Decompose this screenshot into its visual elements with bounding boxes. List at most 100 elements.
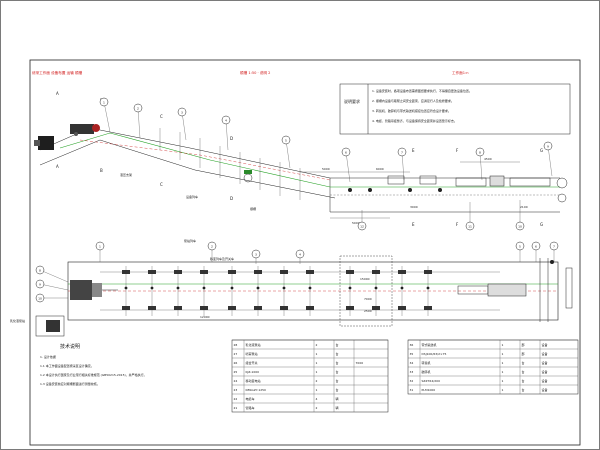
label-train: 设备列车 bbox=[186, 194, 198, 199]
bom-cell: 21 bbox=[234, 406, 238, 410]
bom-cell: 7000 bbox=[356, 361, 364, 365]
item-balloon: 6 bbox=[531, 241, 541, 262]
item-balloon: 3 bbox=[251, 249, 261, 264]
section-mark-g1: G bbox=[540, 148, 543, 153]
tech-note-4: 1.3 设备安装前应对顺槽断面进行测量校核。 bbox=[40, 381, 100, 386]
bom-cell: 28 bbox=[234, 343, 238, 347]
bom-cell: 乳化液泵站 bbox=[246, 342, 261, 347]
header-center-note: 顺槽 1:50 · 说明 2 bbox=[240, 70, 270, 75]
bom-cell: 35 bbox=[410, 352, 414, 356]
tech-notes-heading: 技术说明 bbox=[60, 343, 80, 350]
bom-cell: 2 bbox=[316, 406, 318, 410]
tech-note-2: 1.1 本工作面设备配置按采区设计确定。 bbox=[40, 363, 94, 368]
bom-cell: 移动变电站 bbox=[246, 378, 261, 383]
notes-box-heading: 说明要求 bbox=[344, 98, 360, 104]
bom-cell: KJZ-1000 bbox=[246, 370, 260, 374]
notes-line-1: 1. 设备安装时，各项设备布置需按图纸要求执行，不得擅自更改设备位置。 bbox=[372, 88, 472, 93]
bom-cell: 台 bbox=[336, 342, 339, 347]
tech-note-3: 1.2 本设计执行国家及行业现行相关标准规范 (GB50215-2015)，并严… bbox=[40, 372, 147, 377]
tech-note-1: 1. 设计依据 bbox=[40, 354, 56, 359]
support-unit bbox=[346, 266, 354, 316]
upper-dimensions: 5000 6000 5000 4500 3000 2100 bbox=[300, 157, 528, 225]
bom-cell: 1 bbox=[316, 388, 318, 392]
balloon-number: 5 bbox=[519, 244, 521, 248]
upper-elevation-view: A A B B C C D D E E F F G G 5000 6000 50… bbox=[34, 91, 568, 227]
bom-cell: 1 bbox=[502, 343, 504, 347]
bom-cell: 部 bbox=[522, 351, 525, 356]
balloon-number: 2 bbox=[211, 244, 213, 248]
section-mark-f1: F bbox=[456, 148, 459, 153]
bom-cell: 1 bbox=[316, 370, 318, 374]
bom-cell: 带式输送机 bbox=[422, 342, 437, 347]
dim-upper-2: 6000 bbox=[376, 167, 384, 171]
bom-cell: 2 bbox=[316, 343, 318, 347]
item-balloon: 5 bbox=[281, 135, 291, 169]
balloon-number: 1 bbox=[99, 244, 101, 248]
label-supports: 液压支架 bbox=[120, 172, 132, 177]
bom-cell: 台 bbox=[522, 378, 525, 383]
section-mark-d1: D bbox=[230, 136, 233, 141]
notes-box: 说明要求 1. 设备安装时，各项设备布置需按图纸要求执行，不得擅自更改设备位置。… bbox=[339, 83, 571, 135]
balloon-number: 4 bbox=[225, 118, 227, 122]
lower-side-label: 移变列车及开关车 bbox=[210, 256, 234, 261]
lower-supports bbox=[122, 266, 432, 316]
item-balloon: 9 bbox=[35, 279, 69, 291]
bom-cell: 设备 bbox=[542, 351, 548, 356]
drawing-frame bbox=[29, 59, 581, 446]
item-balloon: 7 bbox=[549, 241, 559, 262]
bom-cell: DSJ100/63/2×75 bbox=[422, 352, 447, 356]
support-unit bbox=[228, 266, 236, 316]
section-mark-b2: B bbox=[100, 168, 103, 173]
balloon-number: 1 bbox=[103, 100, 105, 104]
balloon-number: 6 bbox=[535, 244, 537, 248]
bom-cell: 破碎机 bbox=[422, 369, 431, 374]
item-balloon: 3 bbox=[177, 107, 187, 141]
bom-cell: 台 bbox=[336, 369, 339, 374]
balloon-number: 8 bbox=[479, 150, 481, 154]
section-mark-e2: E bbox=[412, 222, 415, 227]
upper-supports bbox=[159, 128, 301, 200]
balloon-number: 11 bbox=[468, 224, 472, 228]
bom-cell: 台 bbox=[336, 387, 339, 392]
item-balloon: 1 bbox=[95, 241, 105, 262]
support-unit bbox=[200, 266, 208, 316]
bom-cell: 1 bbox=[502, 388, 504, 392]
bom-cell: 36 bbox=[410, 343, 414, 347]
notes-line-4: 4. 电缆、管路吊挂整齐，与设备保持安全距离并设置警示标志。 bbox=[372, 118, 457, 123]
bom-cell: 25 bbox=[234, 370, 238, 374]
bom-cell: 设备 bbox=[542, 360, 548, 365]
support-unit bbox=[398, 266, 406, 316]
tech-notes: 技术说明 1. 设计依据 1.1 本工作面设备配置按采区设计确定。 1.2 本设… bbox=[40, 343, 147, 386]
item-balloon: 2 bbox=[133, 103, 143, 139]
header-right-note: 工作面1:n bbox=[452, 70, 469, 75]
bom-cell: KBSGZY-1250 bbox=[246, 388, 267, 392]
dim-upper-5: 3000 bbox=[410, 205, 418, 209]
dim-lower-2: 15000 bbox=[360, 277, 370, 281]
support-unit bbox=[254, 266, 262, 316]
bom-cell: 台 bbox=[522, 369, 525, 374]
notes-line-3: 3. 转载机、破碎机与带式输送机搭接位置应符合设计要求。 bbox=[372, 108, 451, 113]
lower-left-machine bbox=[70, 280, 118, 300]
bom-cell: 31 bbox=[410, 388, 414, 392]
support-unit bbox=[424, 266, 432, 316]
item-balloon: 7 bbox=[397, 147, 407, 181]
bom-cell: 电缆车 bbox=[246, 396, 255, 401]
item-balloon: 10 bbox=[515, 200, 525, 231]
bom-cell: 台 bbox=[522, 387, 525, 392]
section-mark-e1: E bbox=[412, 148, 415, 153]
lower-callout-label: 泵站列车 bbox=[184, 238, 196, 243]
balloon-number: 10 bbox=[518, 224, 522, 228]
item-balloon: 4 bbox=[221, 115, 231, 151]
balloon-number: 3 bbox=[181, 110, 183, 114]
item-balloon: 2 bbox=[207, 241, 217, 262]
bom-cell: 2 bbox=[316, 379, 318, 383]
pump-station-label: 乳化液泵站 bbox=[10, 318, 25, 323]
dim-upper-3: 5000 bbox=[352, 221, 360, 225]
bom-cell: 设备 bbox=[542, 342, 548, 347]
bom-cell: 1 bbox=[316, 352, 318, 356]
item-balloon: 4 bbox=[295, 249, 305, 264]
bom-cell: 组合开关 bbox=[246, 360, 258, 365]
bom-cell: 设备 bbox=[542, 378, 548, 383]
